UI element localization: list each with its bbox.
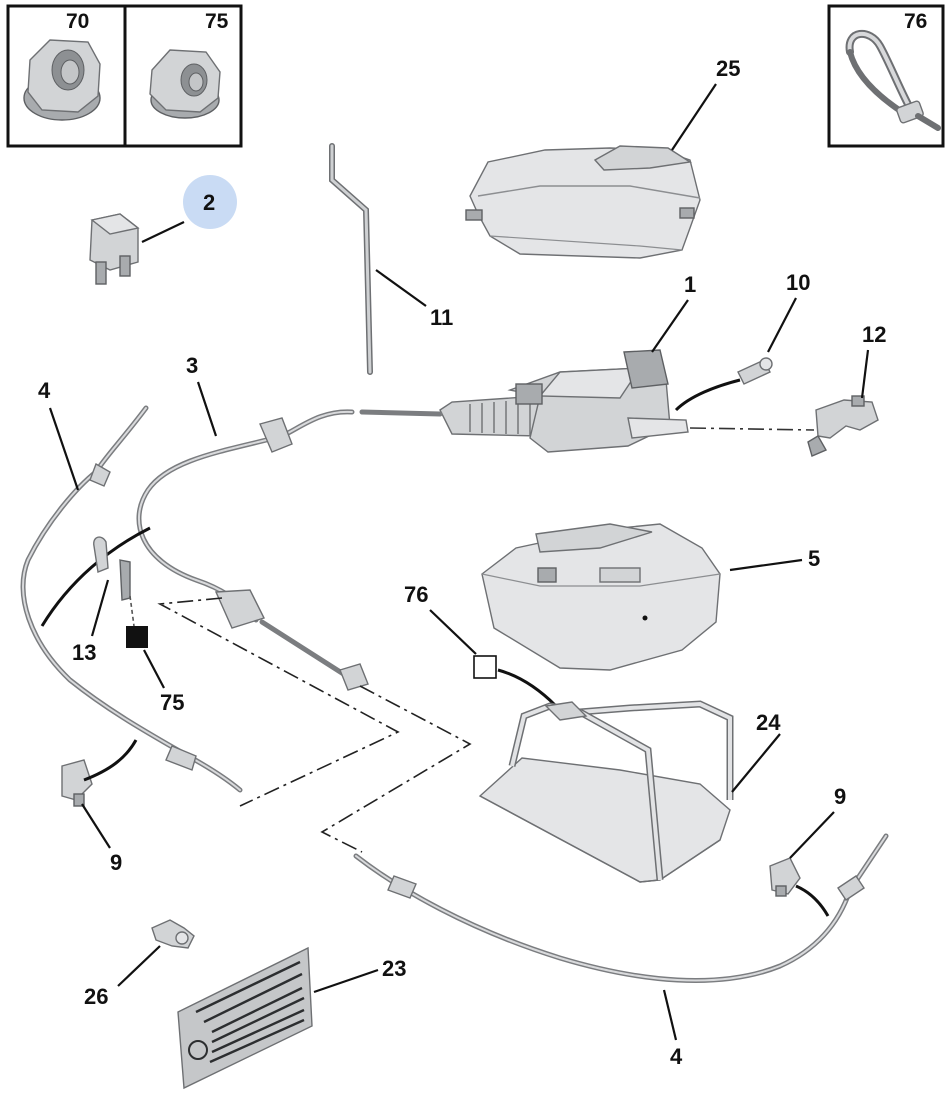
leader-3 (196, 381, 218, 437)
callout-26: 26 (84, 984, 108, 1009)
dash-path-right (320, 685, 472, 853)
part-9-right (769, 857, 801, 897)
leader-2 (141, 221, 185, 243)
pointer-9-left (83, 739, 138, 782)
callout-25: 25 (716, 56, 740, 81)
dash-12 (689, 427, 815, 431)
part-11-rod (329, 143, 373, 375)
callout-9-right: 9 (834, 784, 846, 809)
callout-12: 12 (862, 322, 886, 347)
pointer-10 (674, 378, 741, 412)
part-4-left-cable (20, 405, 243, 793)
cable-tie-icon (845, 29, 941, 131)
part-2-switch (89, 213, 140, 285)
part-3-cable (136, 409, 443, 691)
leader-25 (671, 83, 717, 151)
dash-path-left (157, 597, 400, 807)
callout-4-bottom: 4 (670, 1044, 683, 1069)
leader-23 (313, 968, 379, 994)
callout-9-left: 9 (110, 850, 122, 875)
leader-13 (90, 579, 110, 637)
leader-9-left (81, 803, 111, 849)
part-24-tray (478, 700, 734, 883)
leader-5 (729, 558, 803, 572)
callout-76: 76 (404, 582, 428, 607)
fastener-box-70-75: 70 75 (6, 4, 243, 148)
leader-11 (375, 269, 427, 307)
callout-70: 70 (66, 10, 89, 33)
part-9-left (61, 759, 93, 807)
leader-4-top (48, 407, 80, 491)
part-23-label (177, 946, 313, 1090)
callout-76-box: 76 (904, 10, 927, 33)
leader-10 (767, 297, 797, 353)
callout-11: 11 (430, 305, 453, 330)
highlight-circle (183, 175, 237, 229)
callout-75: 75 (160, 690, 184, 715)
leader-9-right (789, 811, 835, 859)
callout-24: 24 (756, 710, 781, 735)
callout-13: 13 (72, 640, 96, 665)
callout-3: 3 (186, 353, 198, 378)
leader-26 (117, 945, 161, 987)
leader-24 (731, 733, 781, 793)
part-5-module (481, 523, 721, 671)
part-25-cover (465, 145, 701, 259)
part-4-bottom-cable (353, 833, 889, 983)
part-75-square (126, 626, 148, 648)
callout-2: 2 (203, 190, 215, 215)
part-26-clip (151, 919, 195, 949)
pointer-9-right (795, 884, 830, 917)
part-76-square (473, 655, 497, 679)
callout-1: 1 (684, 272, 696, 297)
part-12-bracket (807, 395, 879, 457)
callout-5: 5 (808, 546, 820, 571)
leader-4-bottom (662, 989, 678, 1041)
pointer-76 (497, 668, 558, 708)
leader-75 (143, 649, 165, 689)
callout-10: 10 (786, 270, 810, 295)
leader-76 (429, 609, 477, 655)
part-10-bolt (737, 357, 773, 385)
part-1-actuator (439, 349, 689, 453)
leader-12 (860, 349, 870, 399)
flange-nut-icon (23, 39, 101, 121)
part-13-clip (93, 536, 131, 601)
callout-23: 23 (382, 956, 406, 981)
callout-4-top: 4 (38, 378, 51, 403)
fastener-box-76: 76 (827, 4, 945, 148)
hex-nut-icon (149, 49, 221, 119)
pointer-4-left (40, 526, 151, 627)
leader-1 (651, 299, 689, 353)
callout-75-box: 75 (205, 10, 229, 33)
